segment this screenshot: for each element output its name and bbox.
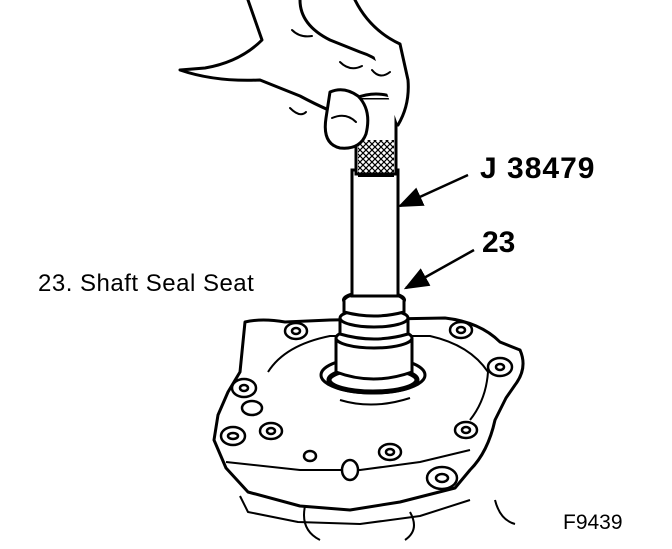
shaft-seal-seat [334, 290, 414, 381]
tool-leader-line [397, 173, 469, 208]
pump-housing [212, 316, 525, 541]
part-leader-line [403, 248, 475, 290]
hand [178, 0, 410, 150]
housing-bolts [219, 320, 514, 491]
legend-entry: 23. Shaft Seal Seat [38, 270, 255, 297]
leader-lines [397, 173, 475, 290]
part-number-callout: 23 [482, 226, 516, 259]
tool-number-callout: J 38479 [480, 152, 596, 185]
figure-id: F9439 [563, 511, 623, 534]
